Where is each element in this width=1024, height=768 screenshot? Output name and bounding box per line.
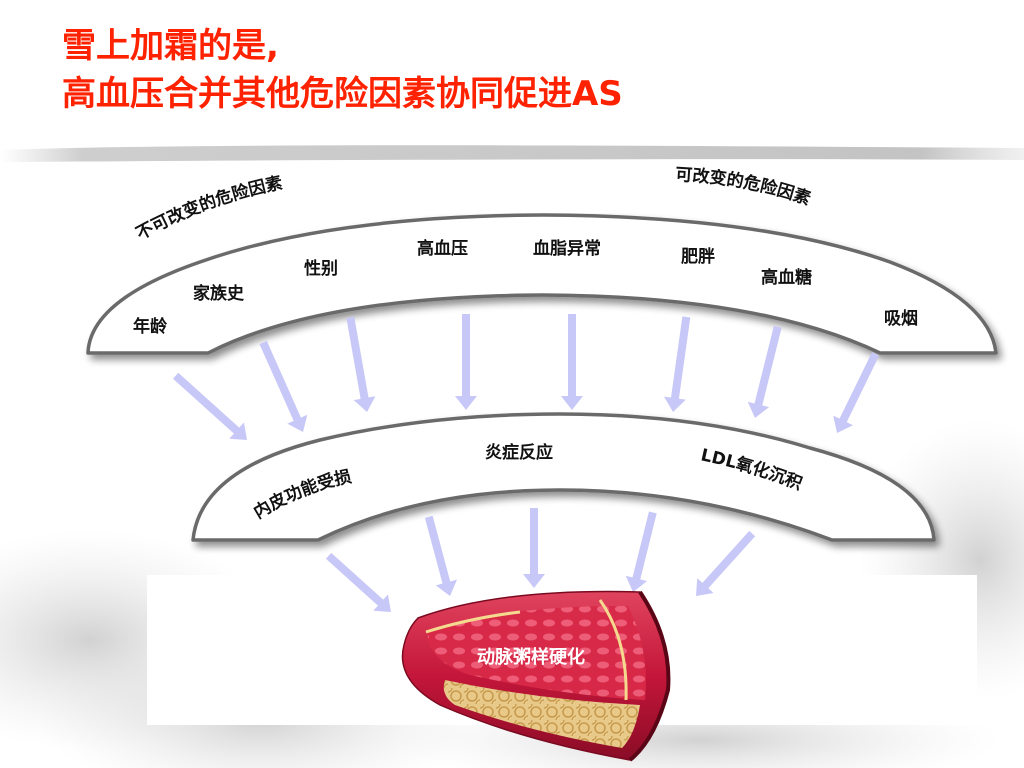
mechanism-band <box>191 412 936 542</box>
risk-factor-family-history: 家族史 <box>193 283 245 304</box>
modifiable-risk-label: 可改变的危险因素 <box>675 165 813 210</box>
arrow-age <box>172 372 247 440</box>
non-modifiable-risk-label: 不可改变的危险因素 <box>133 173 284 244</box>
title-line-1: 雪上加霜的是, <box>62 26 279 66</box>
arrow-dyslipidemia <box>561 314 583 410</box>
arrow-obesity <box>664 316 691 412</box>
risk-factor-dyslipidemia: 血脂异常 <box>533 238 601 259</box>
arrow-to-vessel-5 <box>696 530 756 596</box>
risk-factor-hyperglycemia: 高血糖 <box>761 267 812 288</box>
arrows-row-1 <box>172 314 880 440</box>
arrow-to-vessel-1 <box>325 552 391 612</box>
risk-factor-hypertension: 高血压 <box>417 238 468 259</box>
artery-illustration <box>401 590 671 762</box>
risk-factor-obesity: 肥胖 <box>681 246 715 267</box>
arrow-sex <box>346 316 376 412</box>
background-decoration <box>0 145 1024 768</box>
risk-factor-sex: 性别 <box>304 258 338 279</box>
arrow-smoking <box>833 352 880 433</box>
page-title: 雪上加霜的是, 高血压合并其他危险因素协同促进AS <box>62 22 623 118</box>
mechanism-inflammation: 炎症反应 <box>485 442 553 463</box>
arrow-to-vessel-2 <box>424 515 458 596</box>
title-line-2: 高血压合并其他危险因素协同促进AS <box>62 74 623 114</box>
arrow-family-history <box>259 340 308 432</box>
arrow-to-vessel-4 <box>625 511 657 592</box>
risk-factor-smoking: 吸烟 <box>884 308 918 329</box>
arrows-row-2 <box>325 508 756 612</box>
outcome-atherosclerosis: 动脉粥样硬化 <box>477 646 585 668</box>
risk-factor-band <box>86 213 998 355</box>
risk-factor-age: 年龄 <box>133 316 168 337</box>
arrow-hypertension <box>455 314 477 410</box>
arrow-to-vessel-3 <box>523 508 545 588</box>
arrow-hyperglycemia <box>747 325 782 418</box>
